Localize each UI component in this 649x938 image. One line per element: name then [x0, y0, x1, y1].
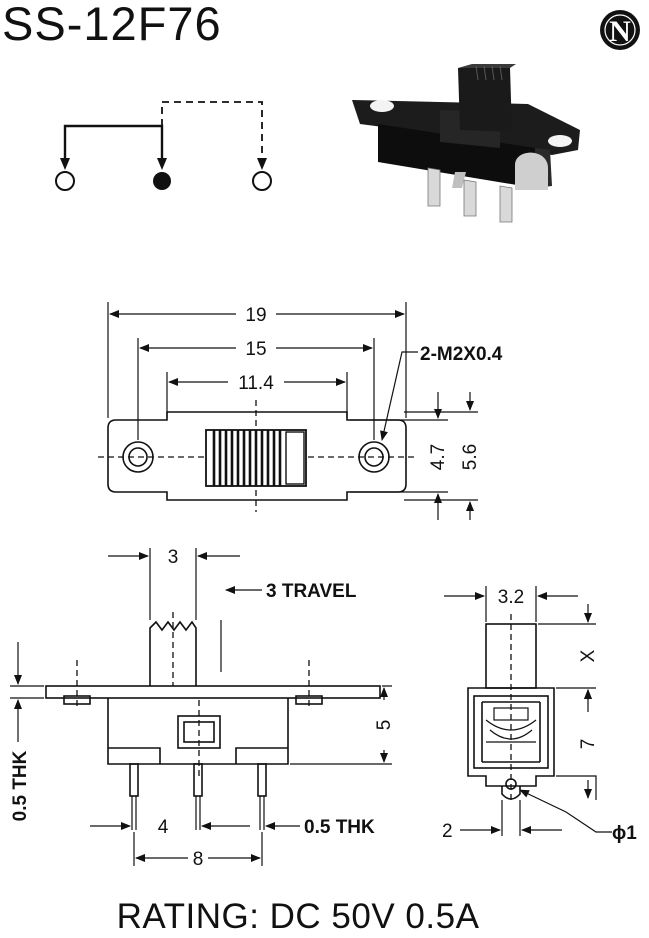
travel-label: 3 TRAVEL [266, 581, 357, 602]
dim-end-body-height: 7 [578, 739, 599, 750]
dim-actuator-width: 3 [168, 547, 179, 568]
terminal-left [55, 171, 75, 191]
dim-overall-length: 19 [245, 305, 266, 326]
dim-pin-thickness: 0.5 THK [304, 817, 375, 838]
end-view: 3.2 X 7 2 ϕ1 [442, 586, 637, 844]
dim-end-actuator-height: X [578, 649, 599, 662]
electrical-rating: RATING: DC 50V 0.5A [117, 897, 480, 936]
dim-body-length: 11.4 [238, 373, 274, 394]
switch-schematic [55, 101, 272, 191]
dim-plate-height: 5.6 [460, 444, 481, 470]
part-number-title: SS-12F76 [2, 0, 222, 50]
dim-hole-pitch: 15 [245, 339, 266, 360]
terminal-common [153, 172, 171, 190]
product-illustration [352, 64, 580, 223]
side-view: 3 3 TRAVEL 0.5 THK 5 [10, 547, 395, 870]
terminal-right [252, 171, 272, 191]
dim-end-pin-width: 2 [442, 821, 453, 842]
dim-end-actuator-width: 3.2 [498, 587, 524, 608]
dim-pin-span: 8 [193, 849, 204, 870]
dim-hole-diameter: ϕ1 [612, 823, 637, 844]
logo-letter: N [609, 15, 631, 48]
dim-body-height: 4.7 [428, 444, 449, 470]
brand-logo: N [600, 10, 640, 50]
dim-pin-pitch: 4 [158, 817, 169, 838]
top-view: 19 15 11.4 2-M2X0.4 4.7 5.6 [98, 302, 503, 520]
dim-plate-thickness: 0.5 THK [10, 750, 31, 821]
dim-body-height-side: 5 [374, 720, 395, 731]
mount-hole-spec: 2-M2X0.4 [420, 344, 503, 365]
